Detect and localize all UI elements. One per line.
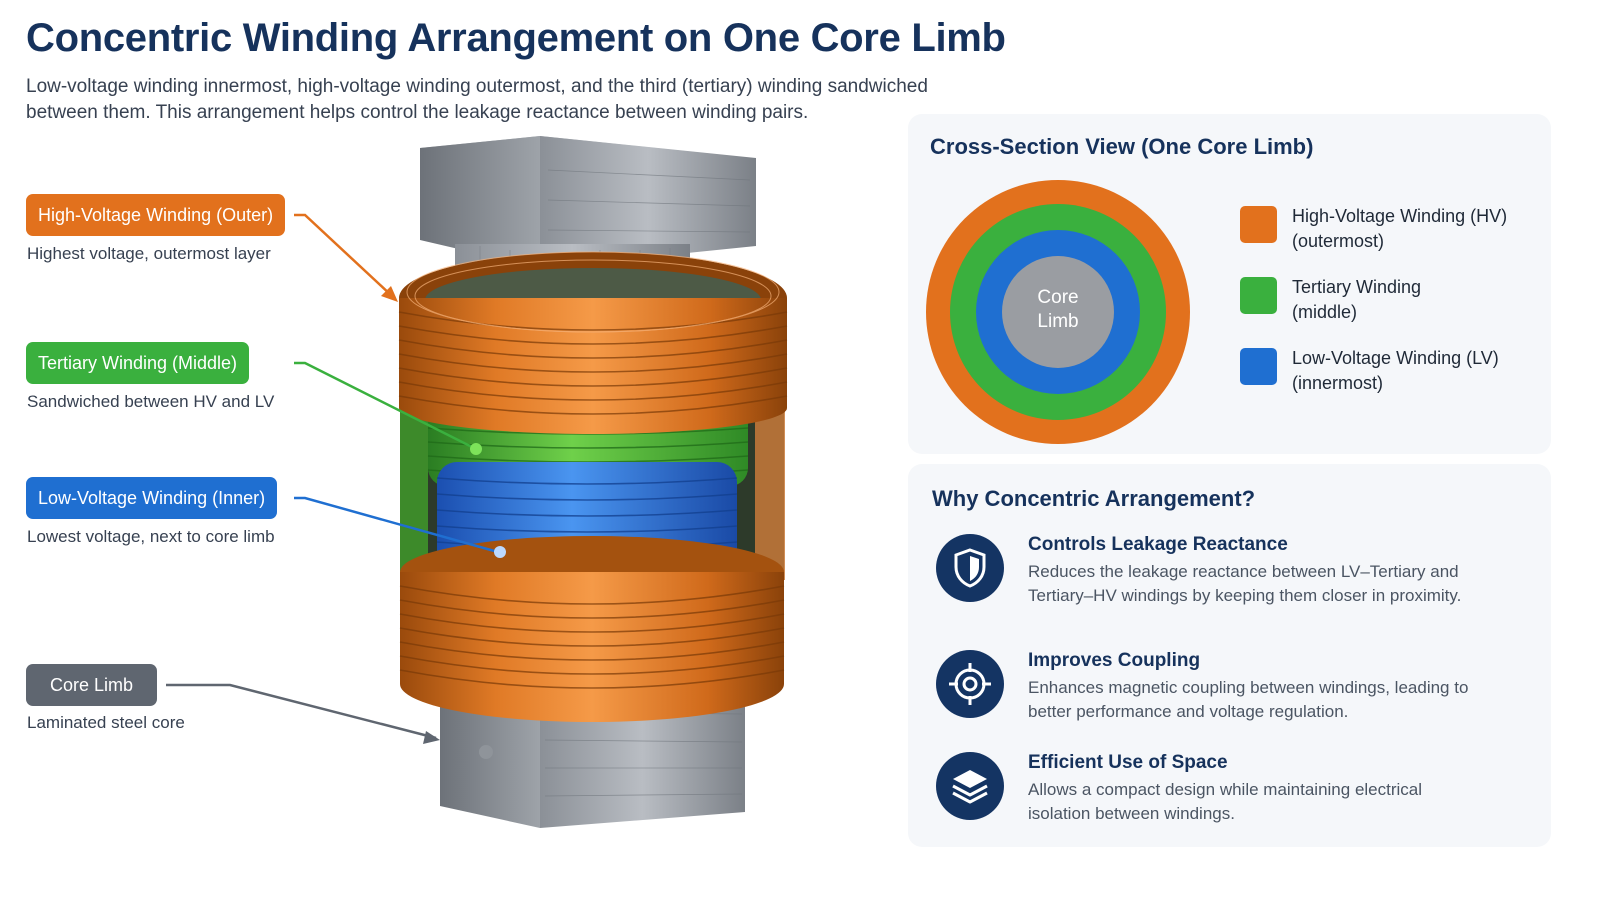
core-limb-circle <box>1002 256 1114 368</box>
hv-winding-upper-coil <box>398 251 788 434</box>
hv-leader-arrow <box>381 286 398 302</box>
shield-icon <box>936 534 1004 602</box>
page-subtitle: Low-voltage winding innermost, high-volt… <box>26 76 928 123</box>
layers-icon <box>936 752 1004 820</box>
hv-callout-label: High-Voltage Winding (Outer) <box>26 194 286 236</box>
legend-sub-hv: (outermost) <box>1292 231 1385 251</box>
hv-side-sheath <box>755 395 785 580</box>
why-title: Why Concentric Arrangement? <box>932 486 1256 511</box>
lv-leader-line <box>294 496 499 554</box>
cross-section-title: Cross-Section View (One Core Limb) <box>930 134 1314 159</box>
core-label-line1: Core <box>1037 287 1078 308</box>
reason-heading: Efficient Use of Space <box>1028 752 1228 773</box>
core-callout-desc: Laminated steel core <box>27 713 185 732</box>
cross-section-panel: Cross-Section View (One Core Limb) Core … <box>908 114 1551 454</box>
reason-heading: Improves Coupling <box>1028 650 1201 671</box>
legend-swatch-hv <box>1240 206 1277 243</box>
core-callout-label: Core Limb <box>26 664 158 706</box>
winding-illustration <box>166 136 788 828</box>
why-panel: Why Concentric Arrangement? Controls Lea… <box>908 464 1551 847</box>
cross-section-diagram: Core Limb <box>926 180 1190 444</box>
hv-winding-lower-coil <box>399 536 785 722</box>
tertiary-side-sheath <box>400 395 428 580</box>
lv-leader-dot <box>494 546 506 558</box>
tertiary-callout-label: Tertiary Winding (Middle) <box>26 342 250 384</box>
tertiary-leader-line <box>294 361 475 450</box>
hv-leader-line <box>294 213 393 297</box>
legend-swatch-tertiary <box>1240 277 1277 314</box>
core-leader-line <box>166 683 437 740</box>
target-icon <box>936 650 1004 718</box>
tertiary-leader-dot <box>470 443 482 455</box>
legend-label-lv: Low-Voltage Winding (LV) <box>1292 348 1499 368</box>
legend-sub-tertiary: (middle) <box>1292 302 1358 322</box>
reason-body: Allows a compact design while maintainin… <box>1028 780 1423 823</box>
hv-callout-desc: Highest voltage, outermost layer <box>27 244 271 263</box>
legend-label-hv: High-Voltage Winding (HV) <box>1292 206 1508 226</box>
core-leader-dot <box>479 745 493 759</box>
legend-swatch-lv <box>1240 348 1277 385</box>
tertiary-callout-desc: Sandwiched between HV and LV <box>27 392 275 411</box>
reason-heading: Controls Leakage Reactance <box>1028 534 1288 555</box>
legend-sub-lv: (innermost) <box>1292 373 1384 393</box>
lv-callout-desc: Lowest voltage, next to core limb <box>27 527 275 546</box>
legend-label-tertiary: Tertiary Winding <box>1292 277 1422 297</box>
lv-callout-label: Low-Voltage Winding (Inner) <box>26 477 278 519</box>
reason-body: Enhances magnetic coupling between windi… <box>1028 678 1469 721</box>
core-leader-arrow <box>423 731 440 744</box>
page-title: Concentric Winding Arrangement on One Co… <box>26 16 1006 60</box>
core-label-line2: Limb <box>1037 311 1078 332</box>
reason-body: Reduces the leakage reactance between LV… <box>1028 562 1462 605</box>
